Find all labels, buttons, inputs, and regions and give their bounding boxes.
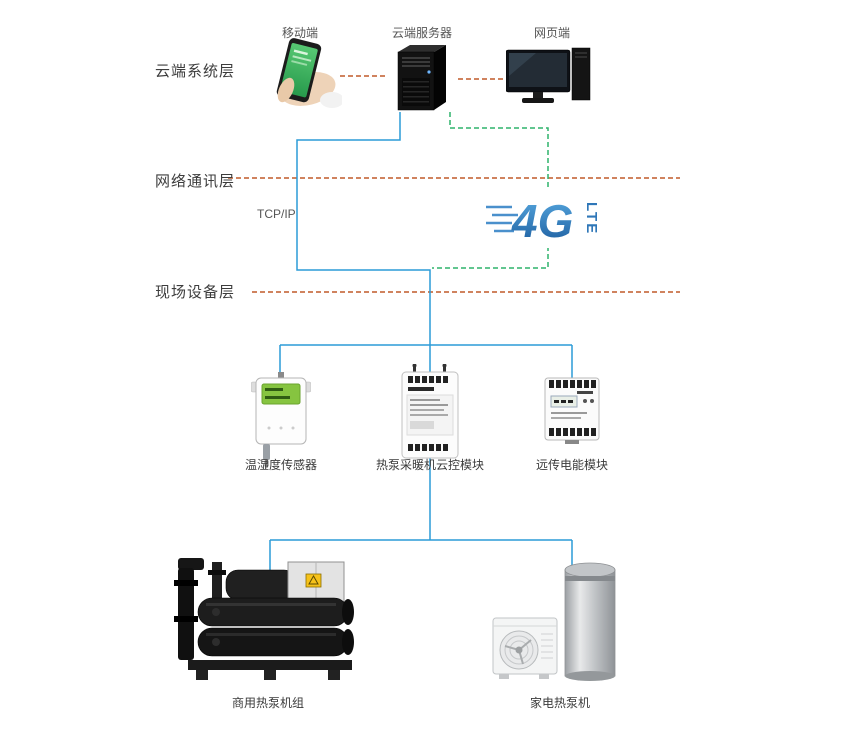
energy-meter-graphic [541,374,603,446]
speed-lines-icon [486,205,518,233]
cloud-server-graphic [386,42,462,114]
network-layer-label: 网络通讯层 [155,173,236,190]
logo-4g-lte: 4G LTE [484,190,606,253]
desktop-tower-shape [571,47,591,101]
compressor-shape [225,569,297,601]
sensor-probe [263,444,270,460]
home-heat-pump-graphic [491,558,623,688]
thumb-shape [277,77,295,103]
meter-bottom-terminals [549,428,596,436]
web-label: 网页端 [533,26,571,40]
water-tank-shape [564,569,616,677]
server-label: 云端服务器 [391,26,453,40]
logo-lte-text: LTE [583,202,600,235]
logo-4g-text: 4G [511,195,573,247]
tcpip-trunk [296,112,431,372]
mobile-phone-graphic [258,38,342,110]
sensor-label: 温湿度传感器 [244,458,318,472]
field-layer-label: 现场设备层 [155,284,236,301]
web-monitor-graphic [506,44,598,108]
commercial-unit-label: 商用热泵机组 [231,696,305,710]
cloud-control-module-graphic [398,364,462,462]
home-unit-label: 家电热泵机 [529,696,591,710]
bottom-terminals [408,444,448,451]
tcpip-label: TCP/IP [257,207,296,221]
cloud-layer-label: 云端系统层 [155,63,236,80]
heat-exchanger-upper [197,597,349,627]
wireless-4g-path [432,112,549,269]
meter-top-terminals [549,380,596,388]
sleeve-shape [320,92,342,108]
commercial-heat-pump-graphic [172,542,364,692]
temp-humidity-sensor-graphic [251,372,311,468]
power-led [427,70,431,74]
sensor-lcd [261,383,301,405]
meter-label: 远传电能模块 [535,458,609,472]
heat-exchanger-lower [197,627,349,657]
controller-label: 热泵采暖机云控模块 [375,458,485,472]
pipe-assembly [178,568,194,660]
mobile-label: 移动端 [281,26,319,40]
top-terminals [408,376,448,383]
